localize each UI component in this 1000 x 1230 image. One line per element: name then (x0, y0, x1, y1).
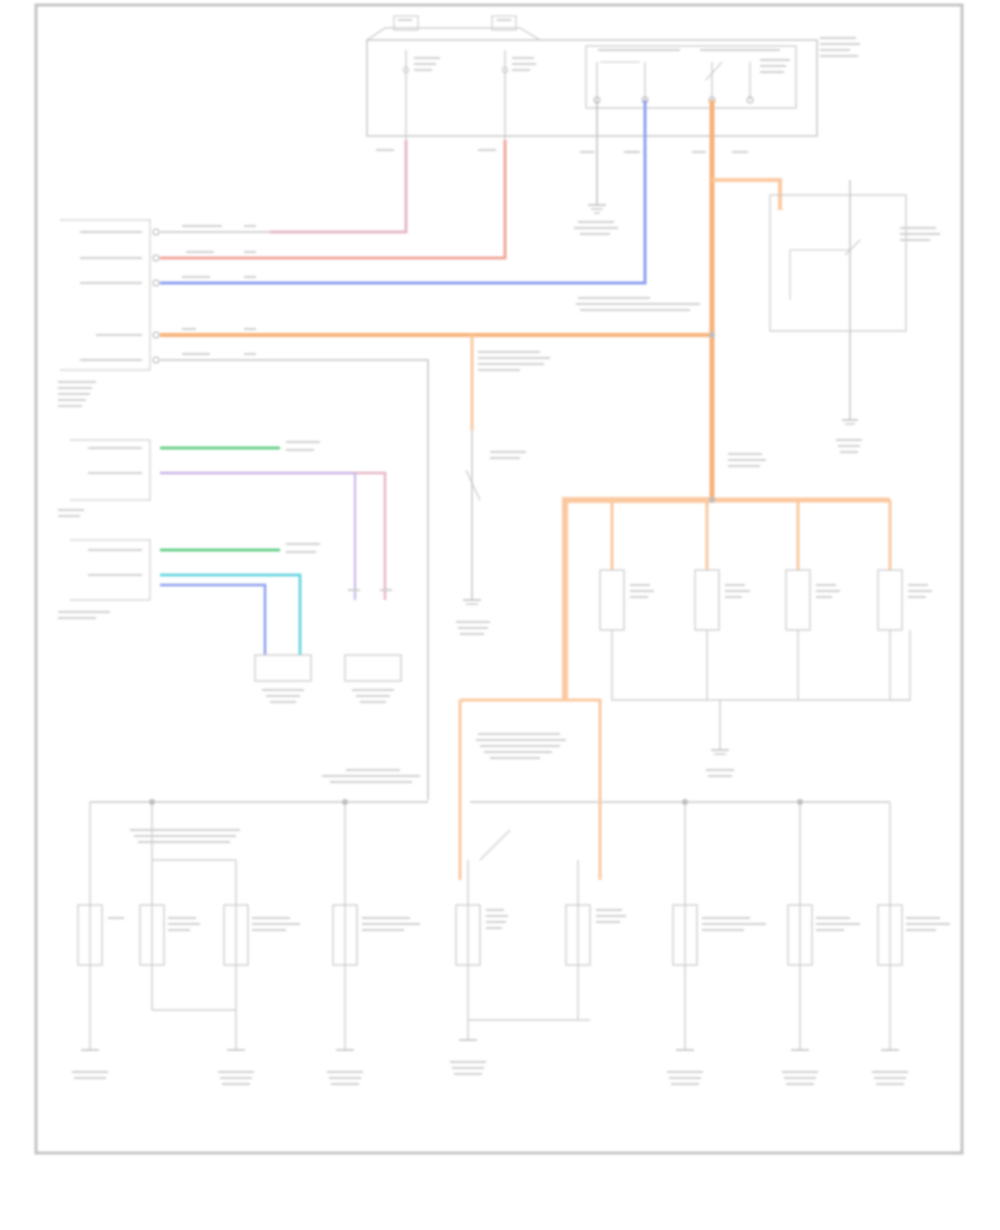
pink-wire (270, 140, 408, 234)
orange-bottom-frame (458, 698, 602, 880)
ground-symbol (574, 100, 618, 235)
wire-labels (182, 225, 256, 355)
orange-bus-wire (562, 497, 712, 700)
red-wire (160, 140, 507, 260)
blue-wire (160, 100, 647, 285)
fuse-block (366, 15, 860, 153)
connector-block-2 (58, 439, 387, 600)
orange-relay-wire (712, 178, 782, 210)
component-pair-left (254, 589, 402, 703)
lamp-drops (610, 500, 892, 570)
switch-middle (456, 297, 700, 635)
connector-block-3 (58, 539, 320, 655)
connector-block-1 (58, 219, 160, 407)
relay-right (769, 180, 940, 453)
lamp-group-right (599, 453, 932, 777)
page-frame (34, 3, 964, 1155)
bottom-components (72, 332, 950, 1085)
gray-wire (160, 359, 429, 800)
